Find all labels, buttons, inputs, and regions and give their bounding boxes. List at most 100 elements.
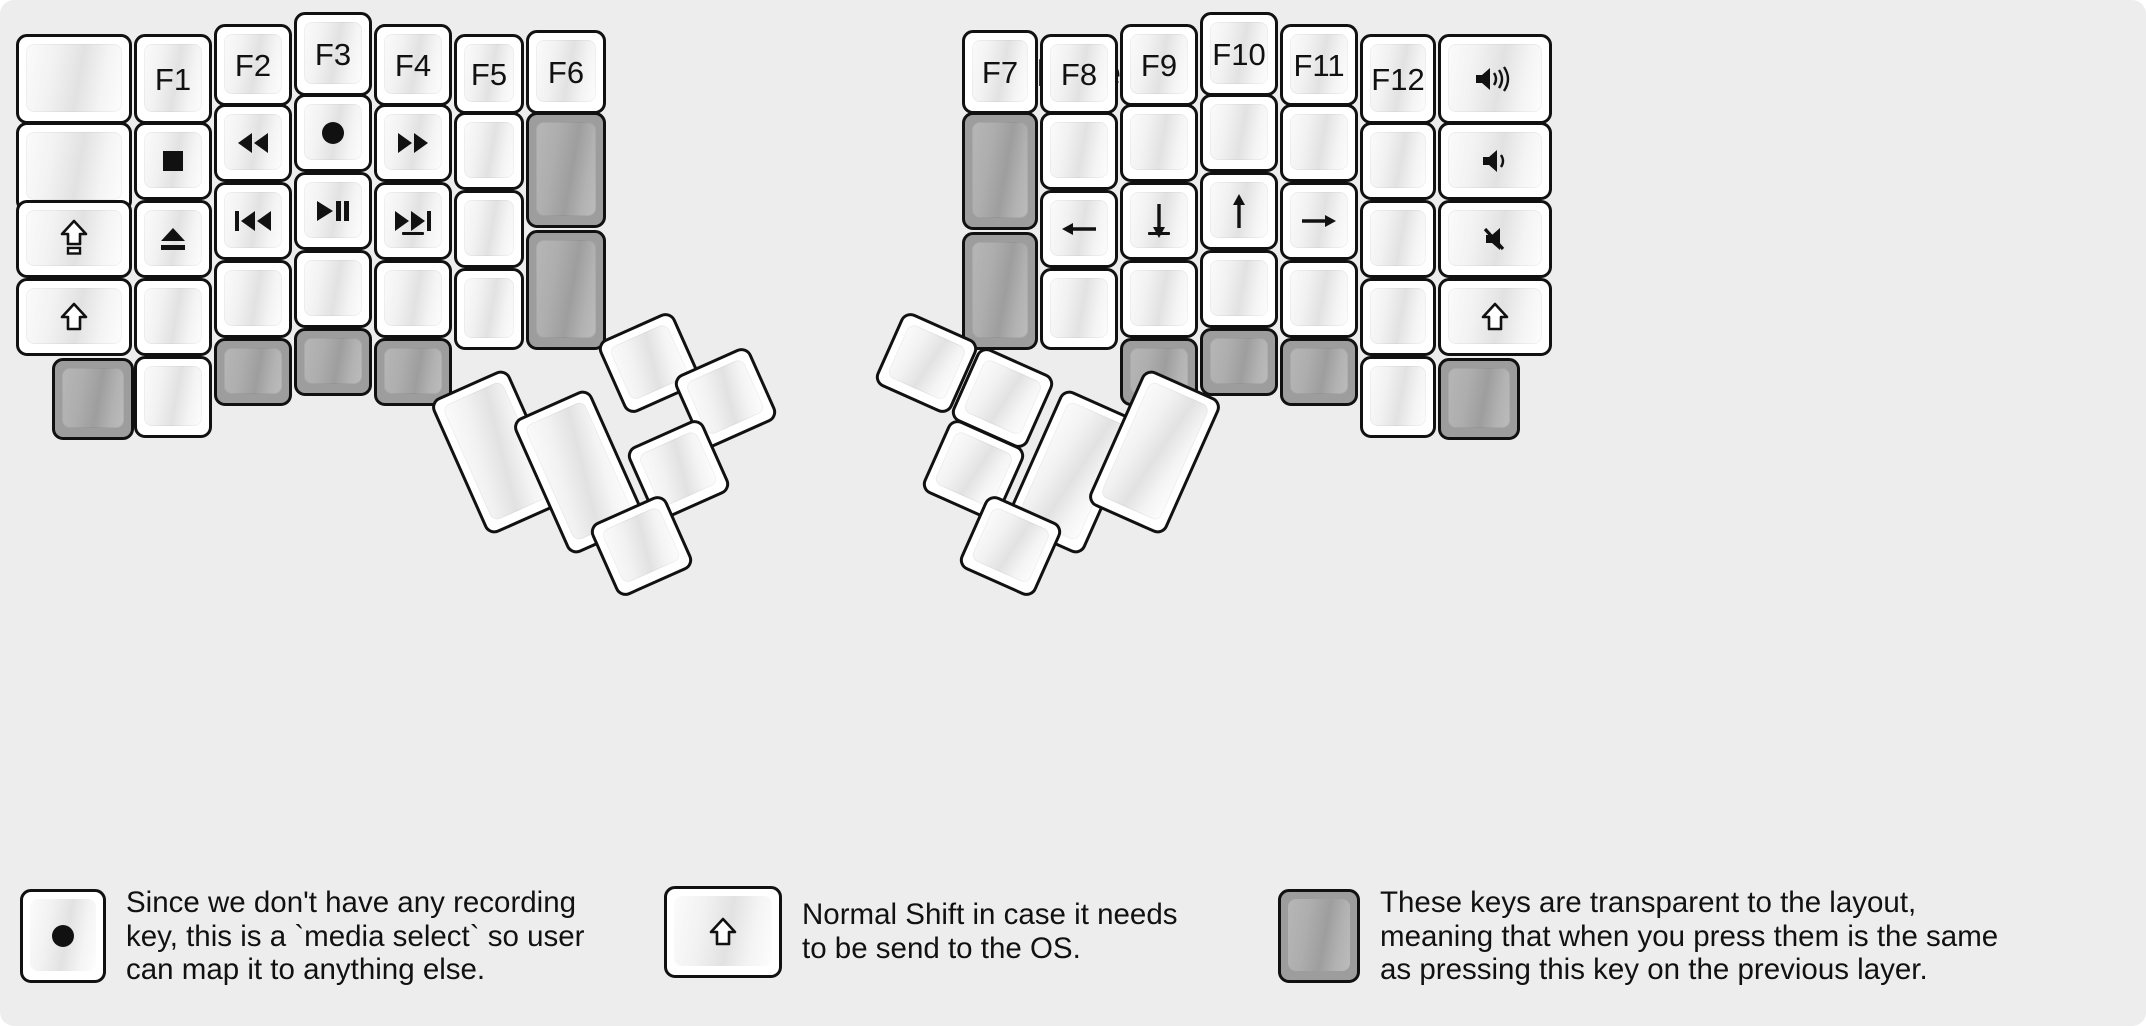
legend-item-3: These keys are transparent to the layout… <box>1278 886 1998 987</box>
keycap-surface <box>1448 288 1542 344</box>
left-r1-c5-f5[interactable]: F5 <box>454 34 524 114</box>
right-r1-c5-f12[interactable]: F12 <box>1360 34 1436 124</box>
right-r5-c6-transparent[interactable] <box>1438 358 1520 440</box>
keycap-surface <box>1130 114 1188 170</box>
keycap-surface <box>1448 44 1542 112</box>
right-r3-c6-volume-mute[interactable] <box>1438 200 1552 278</box>
right-r2-c0-transparent[interactable] <box>962 112 1038 230</box>
right-r3-c4-arrow-right[interactable] <box>1280 182 1358 260</box>
left-r4-c4-blank[interactable] <box>374 260 452 338</box>
left-r3-c2-prev-track[interactable] <box>214 182 292 260</box>
left-r5-c1-blank[interactable] <box>134 356 212 438</box>
keycap-surface <box>1370 288 1426 344</box>
keycap-surface <box>224 114 282 170</box>
keycap-surface <box>1130 192 1188 248</box>
left-r3-c1-eject[interactable] <box>134 200 212 278</box>
keycap-surface <box>1370 132 1426 188</box>
keycap-surface <box>1099 380 1211 522</box>
right-r1-c0-f7[interactable]: F7 <box>962 30 1038 114</box>
left-r5-c2-transparent[interactable] <box>214 338 292 406</box>
left-r4-c3-blank[interactable] <box>294 250 372 328</box>
keycap-surface <box>1370 44 1426 112</box>
keycap-surface <box>1290 348 1348 394</box>
left-r4-c1-blank[interactable] <box>134 278 212 356</box>
left-r2-c1-stop[interactable] <box>134 122 212 200</box>
right-r1-c3-f10[interactable]: F10 <box>1200 12 1278 96</box>
left-r3-c6-transparent[interactable] <box>526 230 606 350</box>
right-r2-c3-blank[interactable] <box>1200 94 1278 172</box>
legend-key-shift-arrow-icon <box>664 886 782 978</box>
left-r1-c3-f3[interactable]: F3 <box>294 12 372 96</box>
right-r1-c4-f11[interactable]: F11 <box>1280 24 1358 106</box>
right-r2-c6-volume-down[interactable] <box>1438 122 1552 200</box>
right-r3-c2-arrow-down[interactable] <box>1120 182 1198 260</box>
left-r2-c6-transparent[interactable] <box>526 112 606 228</box>
legend-text: These keys are transparent to the layout… <box>1380 886 1999 987</box>
left-r4-c5-blank[interactable] <box>454 268 524 350</box>
right-r5-c3-transparent[interactable] <box>1200 328 1278 396</box>
left-r2-c0-blank[interactable] <box>16 122 132 212</box>
keycap-surface <box>464 278 514 338</box>
keycap-surface <box>972 122 1028 218</box>
left-r5-c3-transparent[interactable] <box>294 328 372 396</box>
keycap-surface <box>1050 44 1108 102</box>
left-r4-c0-shift[interactable] <box>16 278 132 356</box>
legend-item-2: Normal Shift in case it needs to be send… <box>664 886 1177 978</box>
right-r4-c2-blank[interactable] <box>1120 260 1198 338</box>
right-r5-c5-blank[interactable] <box>1360 356 1436 438</box>
right-r3-c3-arrow-up[interactable] <box>1200 172 1278 250</box>
right-r4-c4-blank[interactable] <box>1280 260 1358 338</box>
keycap-surface <box>536 40 596 102</box>
left-r5-c0-transparent[interactable] <box>52 358 134 440</box>
left-r3-c4-next-track[interactable] <box>374 182 452 260</box>
right-r1-c2-f9[interactable]: F9 <box>1120 24 1198 106</box>
left-r1-c6-f6[interactable]: F6 <box>526 30 606 114</box>
keycap-surface <box>1050 278 1108 338</box>
legend-key-record-circle-icon <box>20 889 106 984</box>
right-r2-c1-blank[interactable] <box>1040 112 1118 190</box>
homing-bar <box>1148 232 1170 235</box>
left-r3-c5-blank[interactable] <box>454 190 524 268</box>
left-r5-c4-transparent[interactable] <box>374 338 452 406</box>
keycap-surface <box>1050 200 1108 256</box>
left-r2-c3-record[interactable] <box>294 94 372 172</box>
right-r1-c6-volume-up[interactable] <box>1438 34 1552 124</box>
keycap-surface <box>144 132 202 188</box>
keycap-surface <box>972 242 1028 338</box>
right-r5-c4-transparent[interactable] <box>1280 338 1358 406</box>
left-r3-c3-play-pause[interactable] <box>294 172 372 250</box>
keycap-surface <box>304 182 362 238</box>
keycap-surface <box>1210 22 1268 84</box>
right-r4-c1-blank[interactable] <box>1040 268 1118 350</box>
keycap-surface <box>1210 182 1268 238</box>
left-r1-c0-blank[interactable] <box>16 34 132 124</box>
left-r1-c2-f2[interactable]: F2 <box>214 24 292 106</box>
right-r3-c1-arrow-left[interactable] <box>1040 190 1118 268</box>
right-r4-c6-shift[interactable] <box>1438 278 1552 356</box>
left-r2-c2-rewind[interactable] <box>214 104 292 182</box>
keycap-surface <box>1290 34 1348 94</box>
left-r2-c4-fastforward[interactable] <box>374 104 452 182</box>
right-r2-c4-blank[interactable] <box>1280 104 1358 182</box>
right-r2-c5-blank[interactable] <box>1360 122 1436 200</box>
keycap-surface <box>972 40 1028 102</box>
right-r4-c3-blank[interactable] <box>1200 250 1278 328</box>
right-r3-c5-blank[interactable] <box>1360 200 1436 278</box>
keycap-surface <box>1370 210 1426 266</box>
left-r1-c4-f4[interactable]: F4 <box>374 24 452 106</box>
left-r2-c5-blank[interactable] <box>454 112 524 190</box>
right-r4-c5-blank[interactable] <box>1360 278 1436 356</box>
keycap-surface <box>26 44 122 112</box>
left-r3-c0-capslock[interactable] <box>16 200 132 278</box>
keycap-surface <box>384 114 442 170</box>
homing-bar <box>402 232 424 235</box>
right-r3-c0-transparent[interactable] <box>962 232 1038 350</box>
keycap-surface <box>1210 104 1268 160</box>
left-r4-c2-blank[interactable] <box>214 260 292 338</box>
right-r2-c2-blank[interactable] <box>1120 104 1198 182</box>
right-r1-c1-f8[interactable]: F8 <box>1040 34 1118 114</box>
left-r1-c1-f1[interactable]: F1 <box>134 34 212 124</box>
keycap-surface <box>1448 132 1542 188</box>
keycap-surface <box>62 368 124 428</box>
